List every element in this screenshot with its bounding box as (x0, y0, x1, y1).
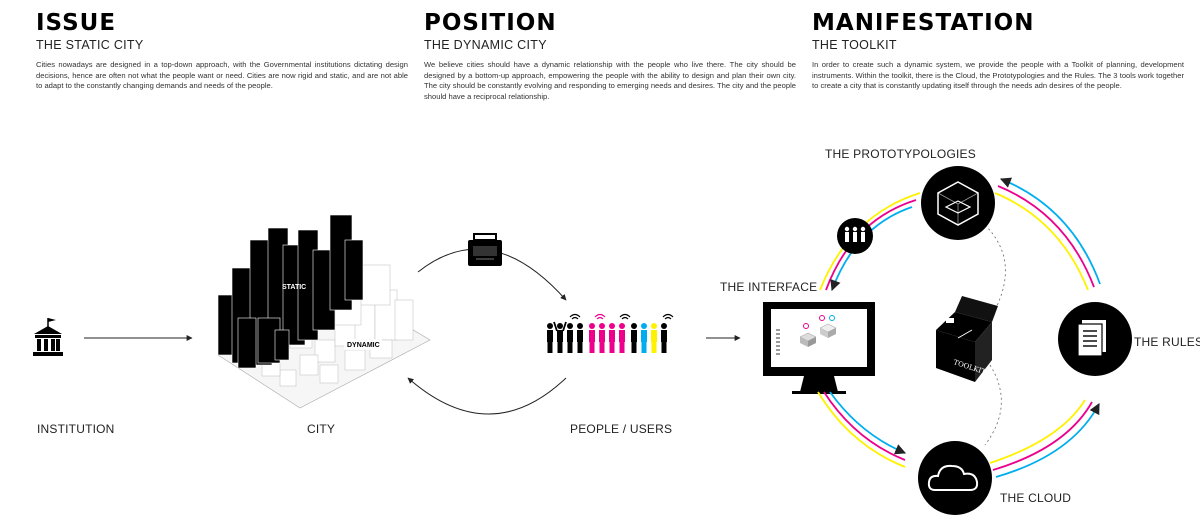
person-figure (567, 323, 573, 353)
signal-icon (569, 313, 581, 320)
manifestation-subheading: THE TOOLKIT (812, 38, 897, 52)
person-figure (577, 323, 583, 353)
document-icon (1058, 302, 1132, 376)
person-figure (553, 321, 567, 353)
toolkit-box-icon: TOOLKIT (936, 296, 998, 382)
person-figure (661, 323, 667, 353)
prototypology-cube-icon (921, 166, 995, 240)
person-figure (631, 323, 637, 353)
issue-subheading: THE STATIC CITY (36, 38, 144, 52)
cloud-icon (918, 441, 992, 515)
person-figure (547, 323, 553, 353)
computer-monitor-icon (763, 302, 875, 394)
people-icon (837, 218, 873, 254)
signal-icon (594, 313, 606, 320)
rules-label: THE RULES (1134, 335, 1200, 349)
issue-body: Cities nowadays are designed in a top-do… (36, 60, 408, 90)
cloud-label: THE CLOUD (1000, 491, 1072, 505)
position-heading: POSITION (424, 10, 557, 36)
person-figure (641, 323, 647, 353)
manifestation-column: MANIFESTATION THE TOOLKIT In order to cr… (812, 10, 1184, 92)
manifestation-heading: MANIFESTATION (812, 10, 1035, 36)
person-figure (609, 323, 615, 353)
people-to-city-arc (407, 377, 567, 415)
manifestation-body: In order to create such a dynamic system… (812, 60, 1184, 90)
dynamic-tag-bg (344, 339, 382, 350)
signal-icon (662, 313, 674, 320)
position-subheading: THE DYNAMIC CITY (424, 38, 547, 52)
dynamic-tag: DYNAMIC (347, 342, 380, 349)
issue-heading: ISSUE (36, 10, 117, 36)
people-label: PEOPLE / USERS (570, 422, 673, 436)
city-model-icon: STATIC DYNAMIC (217, 214, 431, 409)
position-body: We believe cities should have a dynamic … (424, 60, 796, 101)
dotted-links (984, 224, 1006, 446)
static-tag: STATIC (282, 284, 306, 291)
radio-icon (468, 233, 502, 266)
person-figure (619, 323, 625, 353)
person-figure (651, 323, 657, 353)
person-figure (589, 323, 595, 353)
prototypologies-label: THE PROTOTYPOLOGIES (825, 147, 976, 161)
issue-column: ISSUE THE STATIC CITY Cities nowadays ar… (36, 10, 408, 92)
institution-label: INSTITUTION (37, 422, 115, 436)
people-group-icon (547, 313, 674, 353)
interface-label: THE INTERFACE (720, 280, 818, 294)
position-column: POSITION THE DYNAMIC CITY We believe cit… (424, 10, 796, 102)
person-figure (599, 323, 605, 353)
signal-icon (619, 313, 631, 320)
institution-icon (33, 318, 63, 356)
city-label: CITY (307, 422, 336, 436)
